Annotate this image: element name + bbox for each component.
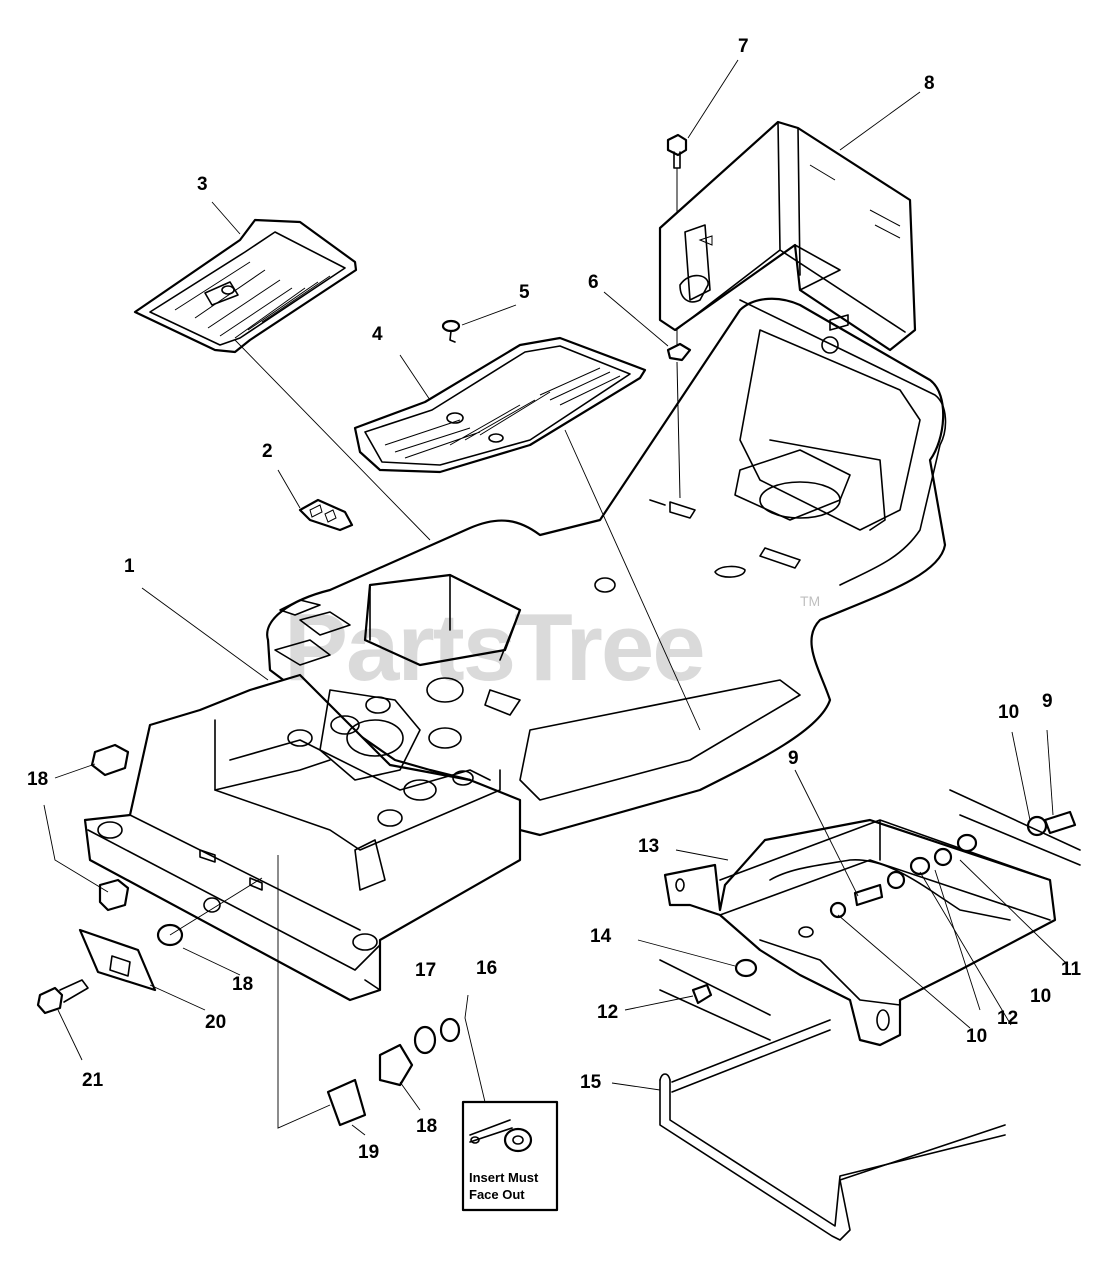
- inset-note-line1: Insert Must: [469, 1170, 539, 1185]
- callout-18c: 18: [416, 1116, 437, 1137]
- bolt-part: [666, 133, 688, 169]
- callout-18a: 18: [27, 769, 48, 790]
- callout-5: 5: [519, 282, 530, 303]
- callout-10b: 10: [1030, 986, 1051, 1007]
- callout-14: 14: [590, 926, 612, 947]
- callout-20: 20: [205, 1012, 226, 1033]
- callout-12a: 12: [597, 1002, 618, 1023]
- callout-10c: 10: [966, 1026, 987, 1047]
- front-base: [83, 673, 522, 1002]
- watermark-tm: TM: [800, 593, 820, 609]
- push-rivet: [441, 319, 461, 343]
- callout-9b: 9: [788, 748, 799, 769]
- frame-plate: [266, 297, 947, 837]
- callouts: 1 2 3 4 5 6 7 8 9 9 10 10 10 11 12 12 13…: [27, 36, 1082, 1163]
- clip-nut: [666, 342, 692, 362]
- callout-2: 2: [262, 441, 273, 462]
- callout-10a: 10: [998, 702, 1019, 723]
- callout-19: 19: [358, 1142, 379, 1163]
- callout-8: 8: [924, 73, 935, 94]
- seat-bracket: [658, 120, 917, 354]
- callout-17: 17: [415, 960, 436, 981]
- inset-note-line2: Face Out: [469, 1187, 525, 1202]
- callout-7: 7: [738, 36, 749, 57]
- rear-hardware: [659, 789, 1081, 1041]
- callout-11: 11: [1061, 959, 1082, 980]
- rod-part: [659, 1019, 1006, 1241]
- callout-6: 6: [588, 272, 599, 293]
- rear-bracket: [663, 818, 1057, 1047]
- callout-13: 13: [638, 836, 659, 857]
- callout-21: 21: [82, 1070, 104, 1091]
- callout-3: 3: [197, 174, 208, 195]
- callout-15: 15: [580, 1072, 602, 1093]
- left-hardware: [36, 743, 461, 1127]
- footrest-left: [133, 218, 358, 354]
- insert-detail-inset: Insert Must Face Out: [461, 1100, 559, 1212]
- callout-1: 1: [124, 556, 135, 577]
- callout-18b: 18: [232, 974, 253, 995]
- leader-lines: [43, 59, 1069, 1136]
- clip-part: [298, 498, 354, 532]
- callout-4: 4: [372, 324, 383, 345]
- footrest-right: [353, 336, 647, 474]
- callout-9a: 9: [1042, 691, 1053, 712]
- callout-12b: 12: [997, 1008, 1018, 1029]
- callout-16: 16: [476, 958, 497, 979]
- watermark: PartsTree: [284, 594, 704, 701]
